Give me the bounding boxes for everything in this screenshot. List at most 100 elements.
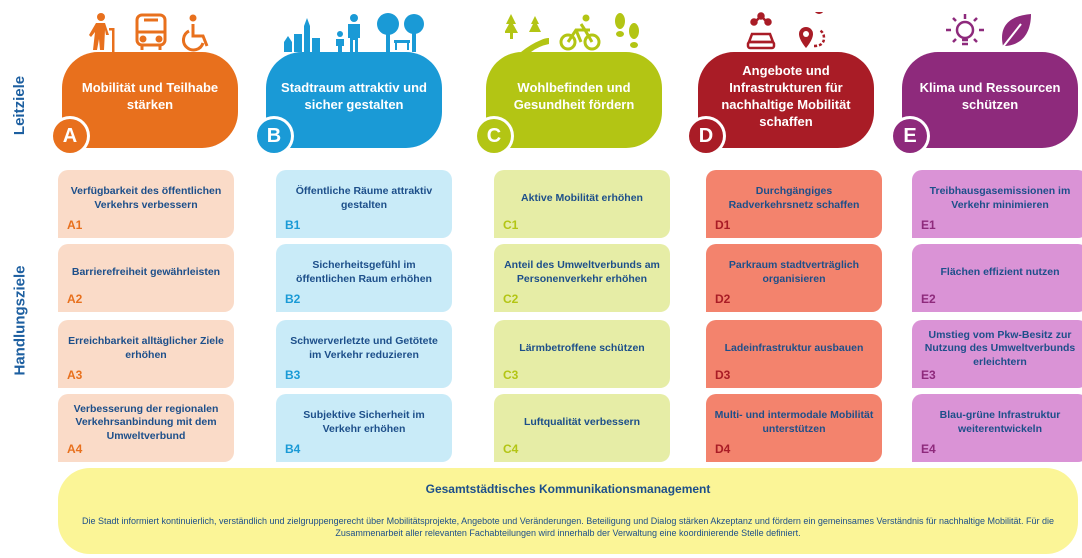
card-a1: Verfügbarkeit des öffentlichen Verkehrs … (58, 170, 234, 238)
card-a3-text: Erreichbarkeit alltäglicher Ziele erhöhe… (68, 335, 224, 361)
card-c4: Luftqualität verbessern C4 (494, 394, 670, 462)
card-c1-text: Aktive Mobilität erhöhen (521, 192, 643, 205)
leitziele-label-text: Leitziele (11, 75, 29, 135)
header-a: Mobilität und Teilhabe stärken (62, 52, 238, 148)
card-b4: Subjektive Sicherheit im Verkehr erhöhen… (276, 394, 452, 462)
handlungsziele-label-text: Handlungsziele (11, 264, 29, 376)
path-trees-icon (505, 12, 549, 52)
card-a4-text: Verbesserung der regionalen Verkehrsanbi… (73, 402, 219, 442)
card-b3-text: Schwerverletzte und Getötete im Verkehr … (290, 335, 438, 361)
card-b4-text: Subjektive Sicherheit im Verkehr erhöhen (303, 409, 425, 435)
card-c4-text: Luftqualität verbessern (523, 416, 641, 429)
card-a4: Verbesserung der regionalen Verkehrsanbi… (58, 394, 234, 462)
card-a3-code: A3 (67, 368, 83, 383)
letter-c-badge: C (474, 116, 514, 156)
card-c2-code: C2 (503, 292, 519, 307)
column-b-icons (266, 2, 442, 52)
leitziele-label: Leitziele (0, 55, 40, 155)
letter-b: B (257, 119, 291, 153)
card-e3-code: E3 (921, 368, 936, 383)
footer-title: Gesamtstädtisches Kommunikationsmanageme… (425, 482, 711, 496)
card-e4-text: Blau-grüne Infrastruktur weiterentwickel… (939, 409, 1061, 435)
card-a1-text: Verfügbarkeit des öffentlichen Verkehrs … (70, 185, 222, 211)
header-c: Wohlbefinden und Gesundheit fördern (486, 52, 662, 148)
communication-management-box: Gesamtstädtisches Kommunikationsmanageme… (58, 468, 1078, 554)
card-a1-code: A1 (67, 218, 83, 233)
card-e3: Umstieg vom Pkw-Besitz zur Nutzung des U… (912, 320, 1082, 388)
card-d1: Durchgängiges Radverkehrsnetz schaffen D… (706, 170, 882, 238)
card-d3-code: D3 (715, 368, 731, 383)
footprints-icon (611, 12, 643, 52)
trees-bench-icon (376, 12, 426, 52)
letter-a-badge: A (50, 116, 90, 156)
card-d3-text: Ladeinfrastruktur ausbauen (724, 342, 864, 355)
bus-icon (131, 12, 171, 52)
card-e1-code: E1 (921, 218, 936, 233)
card-d4-code: D4 (715, 442, 731, 457)
card-e2-text: Flächen effizient nutzen (940, 266, 1060, 279)
letter-a: A (53, 119, 87, 153)
header-e-title: Klima und Ressourcen schützen (919, 80, 1061, 112)
card-c3: Lärmbetroffene schützen C3 (494, 320, 670, 388)
card-e1: Treibhausgasemissionen im Verkehr minimi… (912, 170, 1082, 238)
card-c1-code: C1 (503, 218, 519, 233)
card-d2-code: D2 (715, 292, 731, 307)
header-e: Klima und Ressourcen schützen (902, 52, 1078, 148)
card-a2-code: A2 (67, 292, 83, 307)
letter-c: C (477, 119, 511, 153)
card-b4-code: B4 (285, 442, 301, 457)
letter-d-badge: D (686, 116, 726, 156)
column-d-icons (698, 2, 874, 52)
shared-car-icon (743, 12, 779, 52)
card-d4: Multi- und intermodale Mobilität unterst… (706, 394, 882, 462)
card-e4-code: E4 (921, 442, 936, 457)
column-e-icons (902, 2, 1078, 52)
card-a4-code: A4 (67, 442, 83, 457)
card-b1: Öffentliche Räume attraktiv gestalten B1 (276, 170, 452, 238)
card-b3: Schwerverletzte und Getötete im Verkehr … (276, 320, 452, 388)
card-b2-code: B2 (285, 292, 301, 307)
city-skyline-icon (282, 12, 322, 52)
card-d4-text: Multi- und intermodale Mobilität unterst… (714, 409, 874, 435)
card-c4-code: C4 (503, 442, 519, 457)
card-b1-code: B1 (285, 218, 301, 233)
column-c-icons (486, 2, 662, 52)
card-c2: Anteil des Umweltverbunds am Personenver… (494, 244, 670, 312)
handlungsziele-label: Handlungsziele (0, 175, 40, 465)
column-a-icons (62, 2, 238, 52)
letter-e-badge: E (890, 116, 930, 156)
card-d1-text: Durchgängiges Radverkehrsnetz schaffen (728, 185, 860, 211)
card-b1-text: Öffentliche Räume attraktiv gestalten (295, 185, 433, 211)
card-d2-text: Parkraum stadtverträglich organisieren (728, 259, 860, 285)
cyclist-icon (559, 12, 601, 52)
letter-e: E (893, 119, 927, 153)
card-b2: Sicherheitsgefühl im öffentlichen Raum e… (276, 244, 452, 312)
card-d3: Ladeinfrastruktur ausbauen D3 (706, 320, 882, 388)
header-d: Angebote und Infrastrukturen für nachhal… (698, 52, 874, 148)
card-d1-code: D1 (715, 218, 731, 233)
wheelchair-icon (181, 12, 215, 52)
card-e2: Flächen effizient nutzen E2 (912, 244, 1082, 312)
route-pin-icon (789, 12, 829, 52)
header-a-title: Mobilität und Teilhabe stärken (81, 80, 219, 112)
card-c1: Aktive Mobilität erhöhen C1 (494, 170, 670, 238)
header-d-title: Angebote und Infrastrukturen für nachhal… (721, 63, 851, 129)
header-c-title: Wohlbefinden und Gesundheit fördern (513, 80, 635, 112)
card-b3-code: B3 (285, 368, 301, 383)
card-b2-text: Sicherheitsgefühl im öffentlichen Raum e… (296, 259, 432, 285)
header-b: Stadtraum attraktiv und sicher gestalten (266, 52, 442, 148)
pedestrian-with-cane-icon (85, 12, 121, 52)
family-icon (332, 12, 366, 52)
card-c2-text: Anteil des Umweltverbunds am Personenver… (504, 259, 660, 285)
card-a3: Erreichbarkeit alltäglicher Ziele erhöhe… (58, 320, 234, 388)
card-c3-code: C3 (503, 368, 519, 383)
card-c3-text: Lärmbetroffene schützen (519, 342, 645, 355)
card-e1-text: Treibhausgasemissionen im Verkehr minimi… (929, 185, 1071, 211)
card-a2: Barrierefreiheit gewährleisten A2 (58, 244, 234, 312)
card-e3-text: Umstieg vom Pkw-Besitz zur Nutzung des U… (924, 328, 1076, 368)
header-b-title: Stadtraum attraktiv und sicher gestalten (281, 80, 427, 112)
footer-body: Die Stadt informiert kontinuierlich, ver… (81, 516, 1055, 538)
leaf-icon (995, 12, 1035, 52)
card-d2: Parkraum stadtverträglich organisieren D… (706, 244, 882, 312)
card-a2-text: Barrierefreiheit gewährleisten (71, 266, 221, 279)
